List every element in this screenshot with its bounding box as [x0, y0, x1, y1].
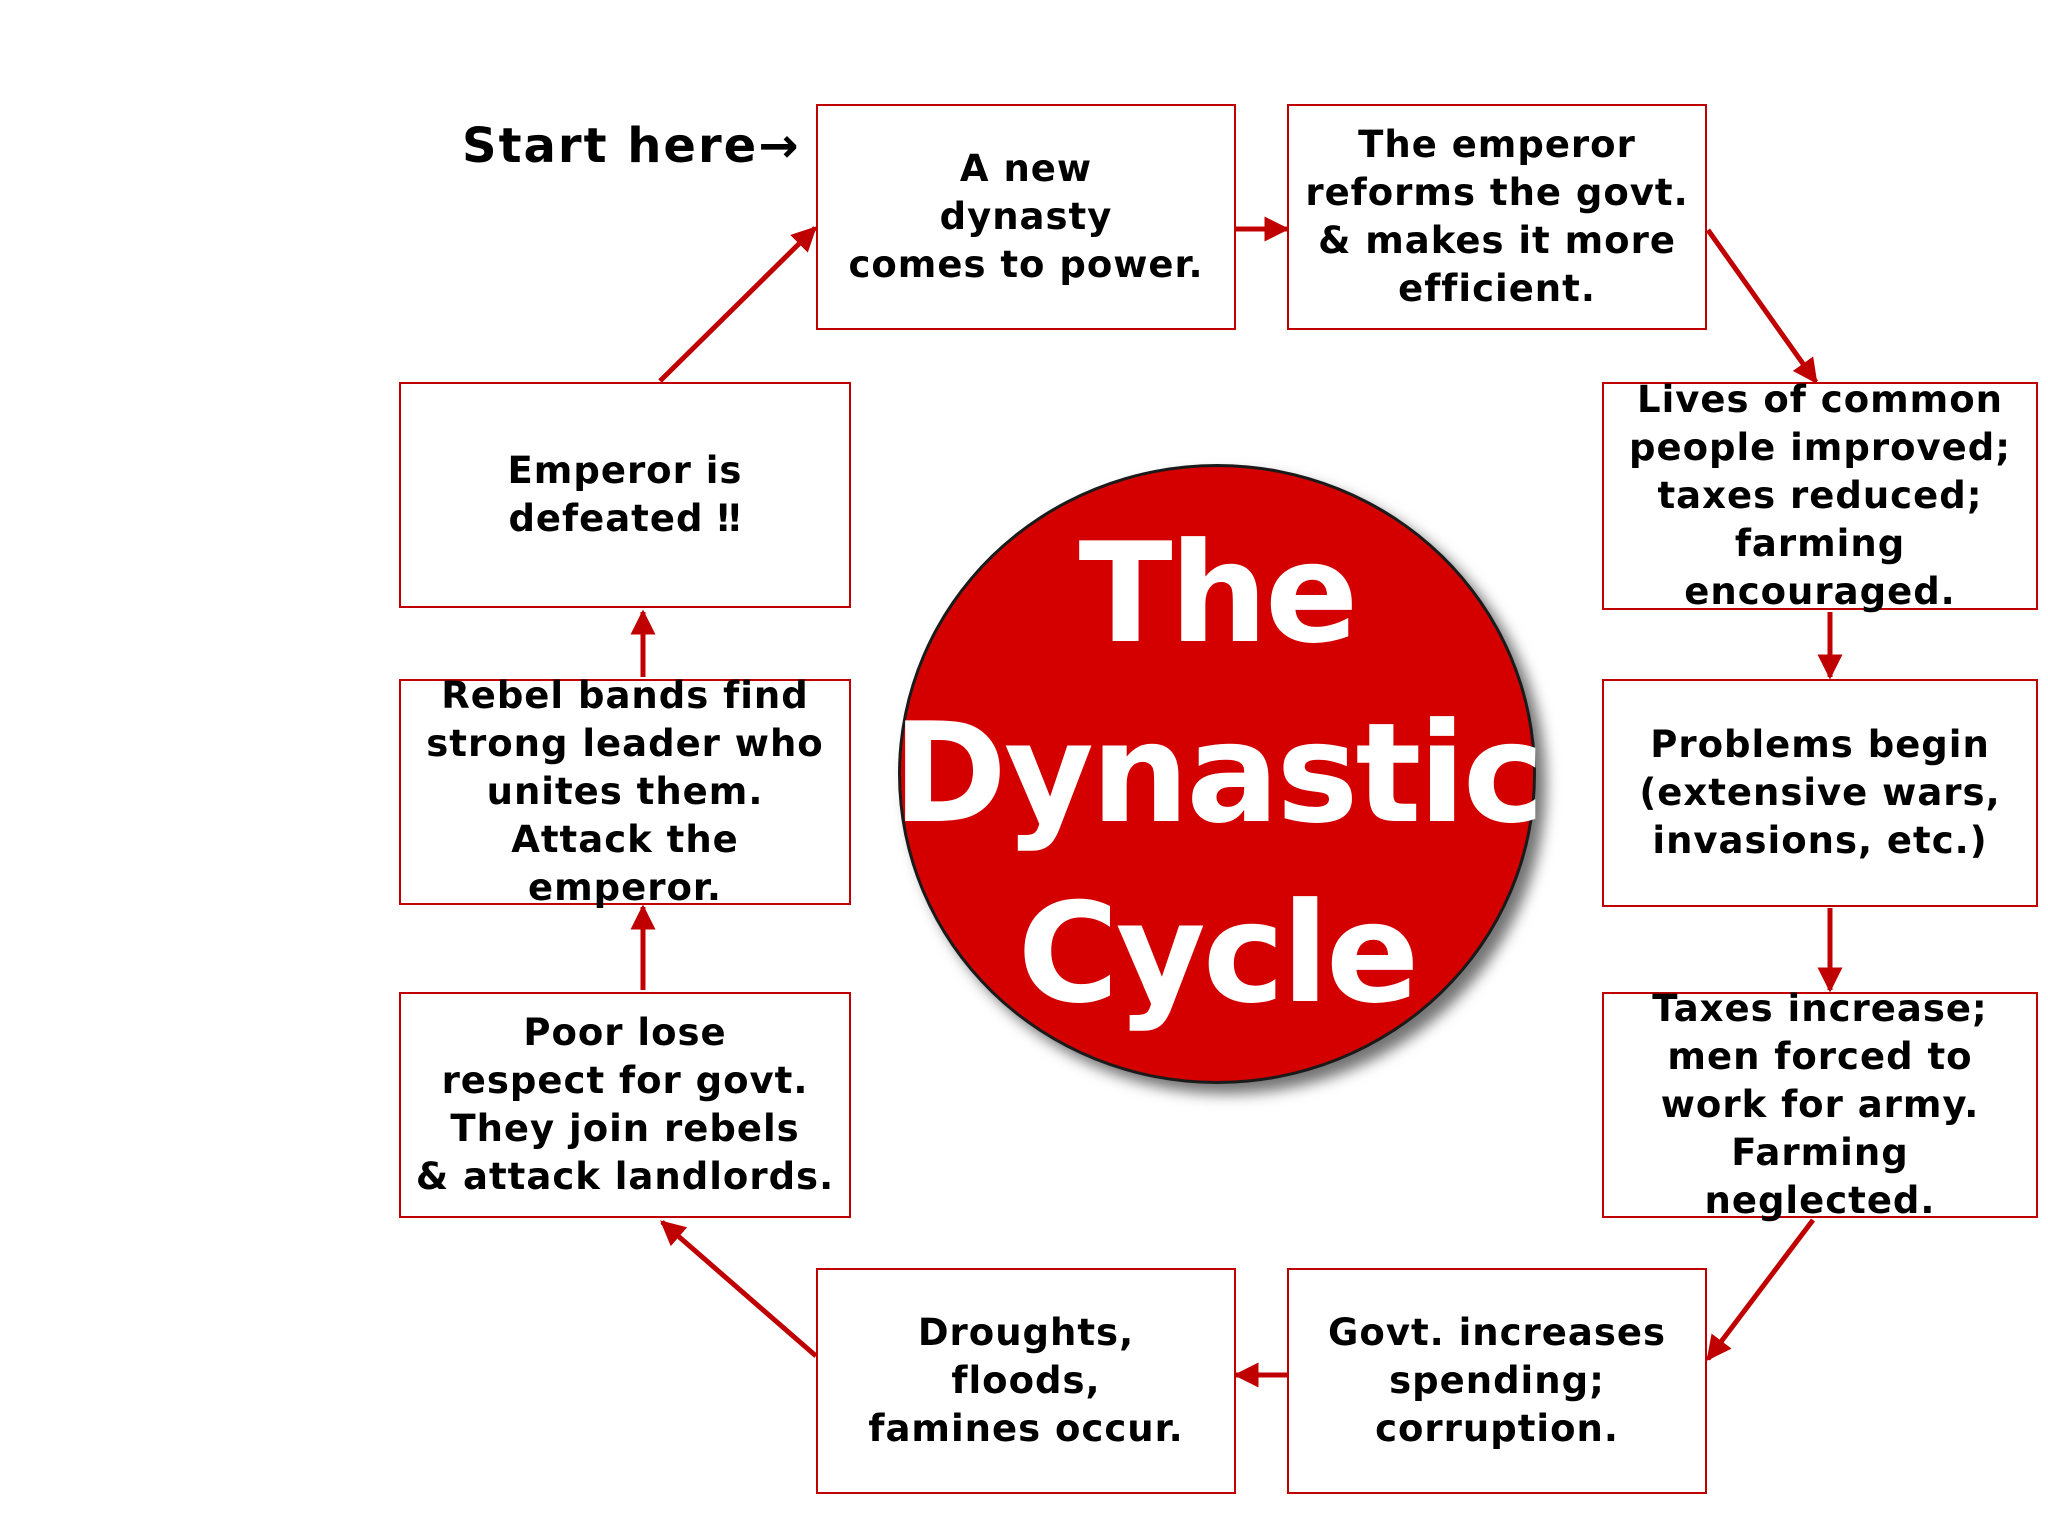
step-box-rebels-unite: Rebel bands find strong leader who unite… [399, 674, 851, 909]
step-text: Poor lose respect for govt. They join re… [415, 1011, 835, 1198]
title-line-2: Dynastic [892, 693, 1544, 854]
step-box-reforms: The emperor reforms the govt. & makes it… [1287, 104, 1707, 330]
step-box-spending: Govt. increases spending; corruption. [1287, 1268, 1707, 1494]
right-arrow-icon: → [758, 118, 801, 174]
step-box-problems-begin: Problems begin (extensive wars, invasion… [1602, 679, 2038, 907]
step-box-emperor-defeated: Emperor is defeated ‼ [399, 382, 851, 608]
step-text: Droughts, floods, famines occur. [868, 1311, 1184, 1450]
step-text: A new dynasty comes to power. [848, 147, 1204, 286]
step-text: The emperor reforms the govt. & makes it… [1305, 123, 1689, 310]
title-line-1: The [1078, 513, 1359, 674]
step-text: Rebel bands find strong leader who unite… [426, 674, 824, 909]
step-text: Govt. increases spending; corruption. [1328, 1311, 1666, 1450]
arrow-emperor-defeated-to-new-dynasty [658, 226, 817, 383]
arrow-reforms-to-lives-improved [1705, 228, 1819, 385]
title-circle: The Dynastic Cycle [892, 464, 1545, 1084]
step-box-taxes-increase: Taxes increase; men forced to work for a… [1602, 987, 2038, 1222]
start-here-text: Start here [462, 118, 759, 174]
start-here-label: Start here→ [462, 118, 800, 174]
step-text: Lives of common people improved; taxes r… [1628, 378, 2012, 613]
step-box-new-dynasty: A new dynasty comes to power. [816, 104, 1236, 330]
title-line-3: Cycle [1017, 873, 1420, 1034]
step-box-disasters: Droughts, floods, famines occur. [816, 1268, 1236, 1494]
step-box-lives-improved: Lives of common people improved; taxes r… [1602, 378, 2038, 613]
arrow-taxes-increase-to-spending [1706, 1218, 1815, 1361]
step-text: Problems begin (extensive wars, invasion… [1639, 723, 2001, 862]
arrow-disasters-to-poor-lose-respect [660, 1220, 818, 1358]
step-text: Taxes increase; men forced to work for a… [1652, 987, 1988, 1222]
step-box-poor-lose-respect: Poor lose respect for govt. They join re… [399, 992, 851, 1218]
step-text: Emperor is defeated ‼ [507, 449, 743, 540]
